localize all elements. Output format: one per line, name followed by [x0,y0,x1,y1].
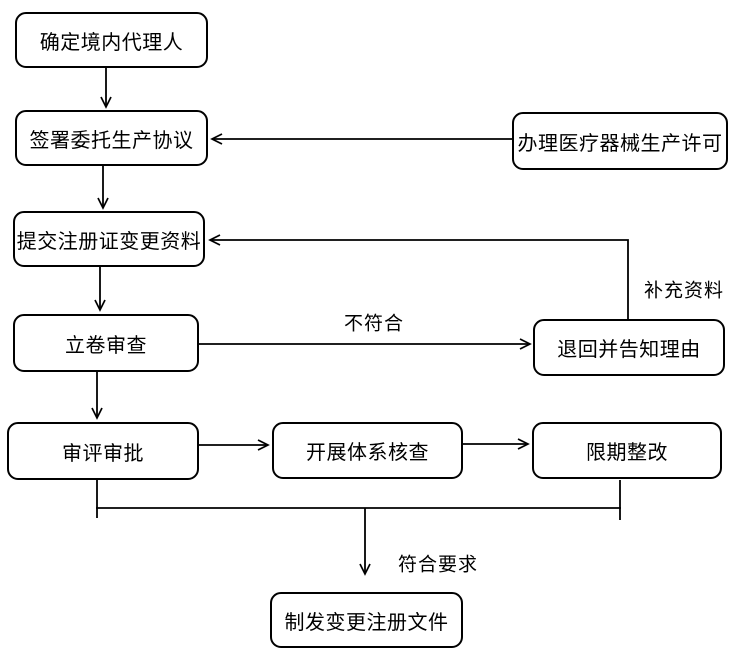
node-submit-materials-label: 提交注册证变更资料 [16,230,202,253]
node-determine-agent: 确定境内代理人 [15,12,208,68]
node-sign-agreement: 签署委托生产协议 [15,110,208,166]
node-system-inspection: 开展体系核查 [272,422,463,479]
edge-return-to-submit [208,234,629,319]
node-sign-agreement-label: 签署委托生产协议 [29,129,194,152]
node-return-reason: 退回并告知理由 [533,319,725,376]
node-review-approval: 审评审批 [7,422,199,480]
node-issue-documents-label: 制发变更注册文件 [284,611,449,634]
node-issue-documents: 制发变更注册文件 [270,592,463,648]
edge-label-supplement: 补充资料 [641,275,727,303]
node-rectification: 限期整改 [532,422,722,479]
node-production-license-label: 办理医疗器械生产许可 [517,132,723,155]
node-review-approval-label: 审评审批 [62,442,144,465]
node-production-license: 办理医疗器械生产许可 [512,112,728,170]
node-system-inspection-label: 开展体系核查 [306,442,429,464]
edge-label-non-conform: 不符合 [341,308,407,336]
edge-label-meet-requirements: 符合要求 [395,549,481,577]
node-determine-agent-label: 确定境内代理人 [39,31,184,54]
node-filing-review: 立卷审查 [13,314,199,372]
node-filing-review-label: 立卷审查 [65,334,147,357]
node-submit-materials: 提交注册证变更资料 [13,211,205,267]
node-rectification-label: 限期整改 [586,442,668,464]
node-return-reason-label: 退回并告知理由 [557,339,701,361]
